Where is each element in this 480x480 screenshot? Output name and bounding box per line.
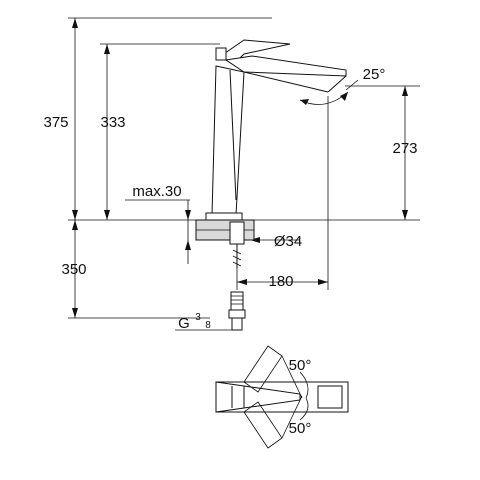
label-swivel-angle-top: 50° <box>289 357 312 374</box>
dimension-labels: 375 333 273 max.30 Ø34 350 180 G 3 8 25°… <box>43 66 417 437</box>
label-swivel-angle-bottom: 50° <box>289 420 312 437</box>
label-thread-letter: G <box>178 315 190 332</box>
label-hole-diameter: Ø34 <box>274 233 302 250</box>
label-total-height: 375 <box>43 114 68 131</box>
label-spout-reach: 180 <box>268 273 293 290</box>
label-spout-angle: 25° <box>363 66 386 83</box>
label-max-deck: max.30 <box>132 183 181 200</box>
dimension-lines <box>72 18 408 331</box>
label-spout-height: 333 <box>100 114 125 131</box>
label-hose-length: 350 <box>61 261 86 278</box>
faucet-side-view <box>195 39 347 331</box>
faucet-top-view <box>215 345 349 449</box>
label-thread-denominator: 8 <box>205 320 211 331</box>
label-thread-numerator: 3 <box>195 312 201 323</box>
label-aerator-height: 273 <box>392 140 417 157</box>
